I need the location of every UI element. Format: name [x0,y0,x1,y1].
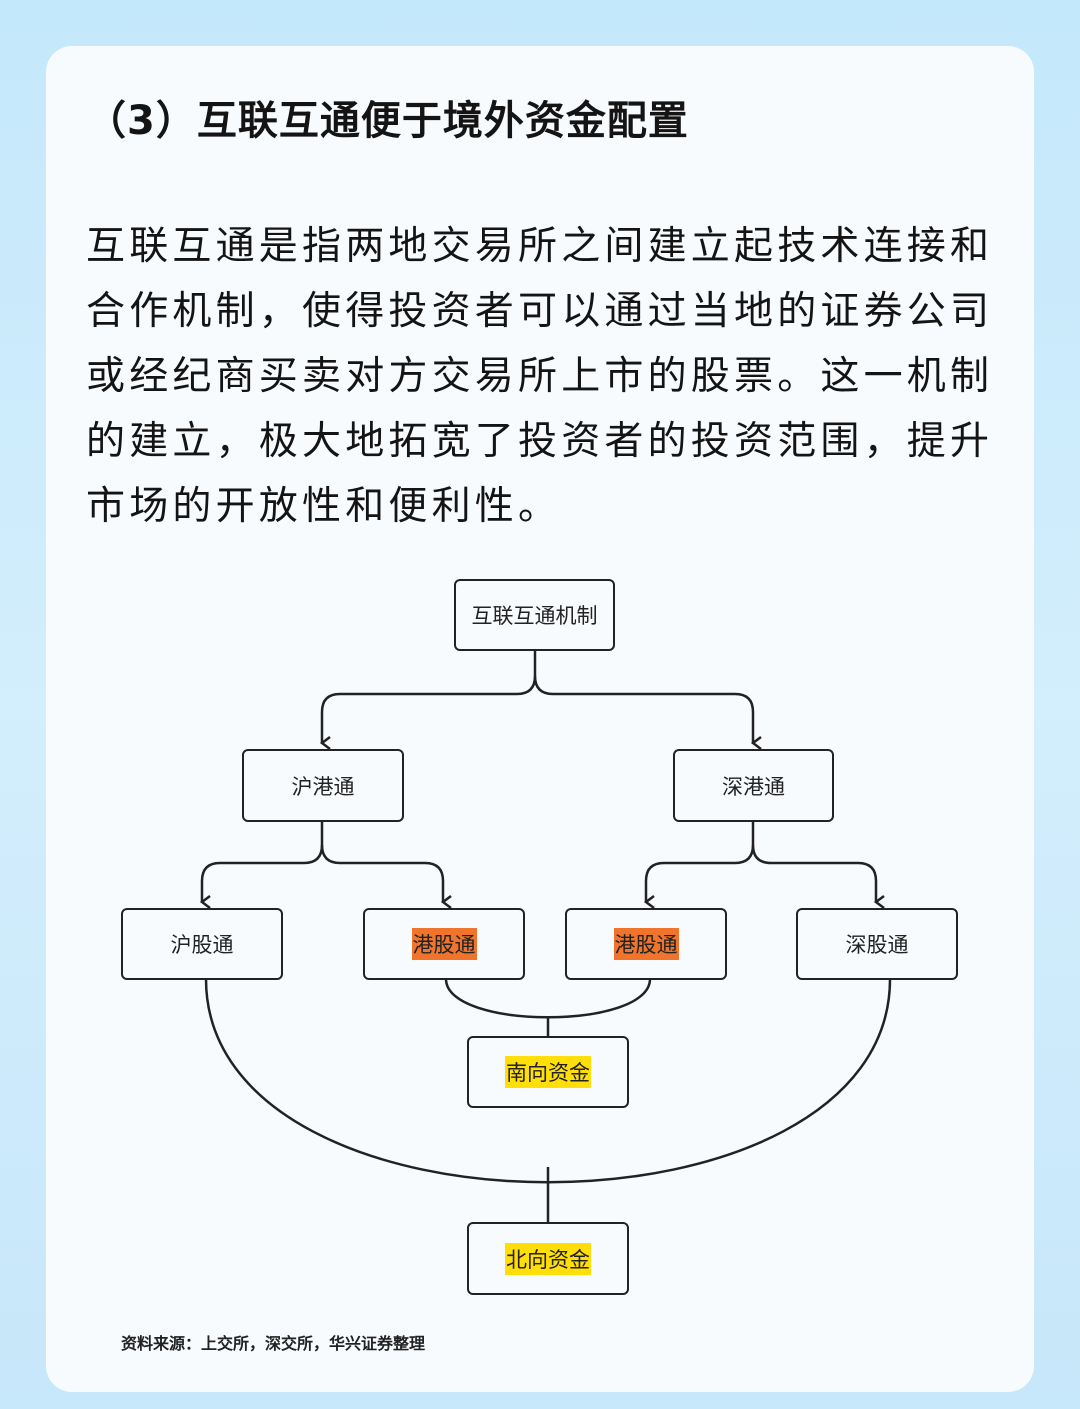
node-shengangtong-label: 深港通 [722,774,785,799]
node-ganggutong-right: 港股通 [565,908,727,980]
edge-hugangtong-to-hugutong [199,821,324,909]
node-hugutong-label: 沪股通 [170,933,234,957]
edge-shengangtong-to-ganggutong [643,821,755,909]
body-paragraph: 互联互通是指两地交易所之间建立起技术连接和合作机制，使得投资者可以通过当地的证券… [86,224,994,529]
node-hugutong: 沪股通 [121,908,283,980]
node-hugangtong-label: 沪港通 [291,774,355,799]
edge-hugangtong-to-ganggutong [320,844,452,909]
node-southbound-label: 南向资金 [505,1056,591,1088]
node-northbound: 北向资金 [467,1222,629,1295]
node-northbound-label: 北向资金 [505,1242,591,1275]
edge-root-to-hugangtong [319,650,537,750]
node-ganggutong-left-label: 港股通 [411,928,477,960]
source-note: 资料来源：上交所，深交所，华兴证券整理 [121,1334,426,1353]
edge-shengangtong-to-shengutong [751,844,885,909]
node-ganggutong-right-label: 港股通 [613,928,679,960]
node-hugangtong: 沪港通 [242,749,404,822]
node-shengutong-label: 深股通 [845,933,909,957]
node-ganggutong-left: 港股通 [363,908,525,980]
node-southbound: 南向资金 [467,1036,629,1108]
content-card [46,46,1034,1392]
node-root: 互联互通机制 [454,579,615,651]
edge-root-to-shengangtong [533,675,762,750]
node-shengutong: 深股通 [796,908,958,980]
node-shengangtong: 深港通 [673,749,834,822]
edge-southbound-merge [444,978,652,1019]
node-root-label: 互联互通机制 [471,604,598,628]
section-heading: （3）互联互通便于境外资金配置 [86,98,689,144]
